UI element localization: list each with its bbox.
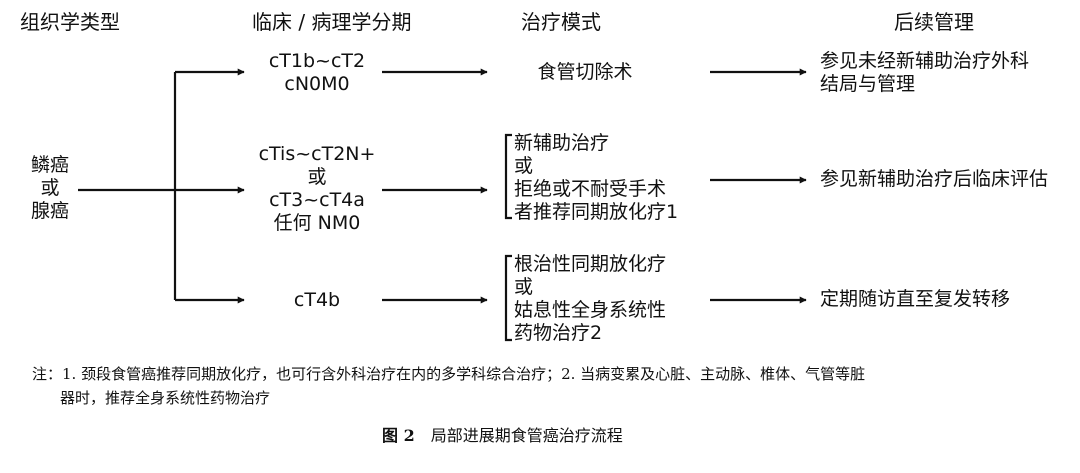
treatment-line: 根治性同期放化疗	[514, 253, 667, 275]
header-followup: 后续管理	[894, 10, 974, 34]
header-stage: 临床 / 病理学分期	[252, 10, 412, 34]
treatment-line: 或	[514, 155, 534, 177]
stage-line: cT1b~cT2	[268, 50, 366, 72]
histology-line: 鳞癌	[30, 154, 69, 176]
histology-line: 或	[40, 177, 60, 199]
stage-line: cT3~cT4a	[269, 189, 365, 211]
stage-line: 任何 NM0	[273, 212, 361, 234]
treatment-line: 新辅助治疗	[514, 132, 610, 154]
figure-caption: 图 2 局部进展期食管癌治疗流程	[382, 428, 623, 444]
treatment-node-c: 根治性同期放化疗 或 姑息性全身系统性 药物治疗2	[514, 253, 666, 345]
header-treatment: 治疗模式	[521, 10, 601, 34]
treatment-line: 姑息性全身系统性	[514, 299, 667, 321]
flowchart-panel	[20, 0, 1060, 346]
histology-line: 腺癌	[30, 200, 69, 222]
treatment-node-a: 食管切除术	[525, 61, 645, 84]
stage-line: cN0M0	[284, 73, 350, 95]
treatment-line: 药物治疗2	[514, 322, 603, 344]
bracket-treatment-c	[504, 254, 512, 342]
histology-node: 鳞癌 或 腺癌	[22, 154, 78, 223]
footnote-line-2: 器时，推荐全身系统性药物治疗	[60, 389, 271, 407]
figure-caption-text: 局部进展期食管癌治疗流程	[430, 426, 623, 445]
stage-node-a: cT1b~cT2 cN0M0	[252, 50, 382, 96]
followup-node-b: 参见新辅助治疗后临床评估	[820, 168, 1048, 191]
bracket-treatment-b	[504, 133, 512, 220]
header-histology: 组织学类型	[20, 10, 120, 34]
followup-node-c: 定期随访直至复发转移	[820, 288, 1010, 311]
stage-node-b: cTis~cT2N+ 或 cT3~cT4a 任何 NM0	[244, 143, 390, 235]
followup-line: 定期随访直至复发转移	[820, 288, 1011, 310]
treatment-line: 或	[514, 276, 534, 298]
stage-node-c: cT4b	[262, 289, 372, 312]
stage-line: cT4b	[293, 289, 341, 311]
treatment-line: 者推荐同期放化疗1	[514, 201, 679, 223]
stage-line: cTis~cT2N+	[258, 143, 376, 165]
followup-line: 结局与管理	[820, 73, 916, 95]
followup-node-a: 参见未经新辅助治疗外科 结局与管理	[820, 50, 1029, 96]
footnote-line-1: 注：1. 颈段食管癌推荐同期放化疗，也可行含外科治疗在内的多学科综合治疗；2. …	[32, 365, 866, 383]
stage-line: 或	[307, 166, 327, 188]
followup-line: 参见未经新辅助治疗外科	[820, 50, 1030, 72]
treatment-node-b: 新辅助治疗 或 拒绝或不耐受手术 者推荐同期放化疗1	[514, 132, 678, 224]
figure-caption-label: 图 2	[382, 426, 415, 445]
treatment-line: 拒绝或不耐受手术	[514, 178, 667, 200]
followup-line: 参见新辅助治疗后临床评估	[820, 168, 1049, 190]
treatment-line: 食管切除术	[537, 61, 633, 83]
